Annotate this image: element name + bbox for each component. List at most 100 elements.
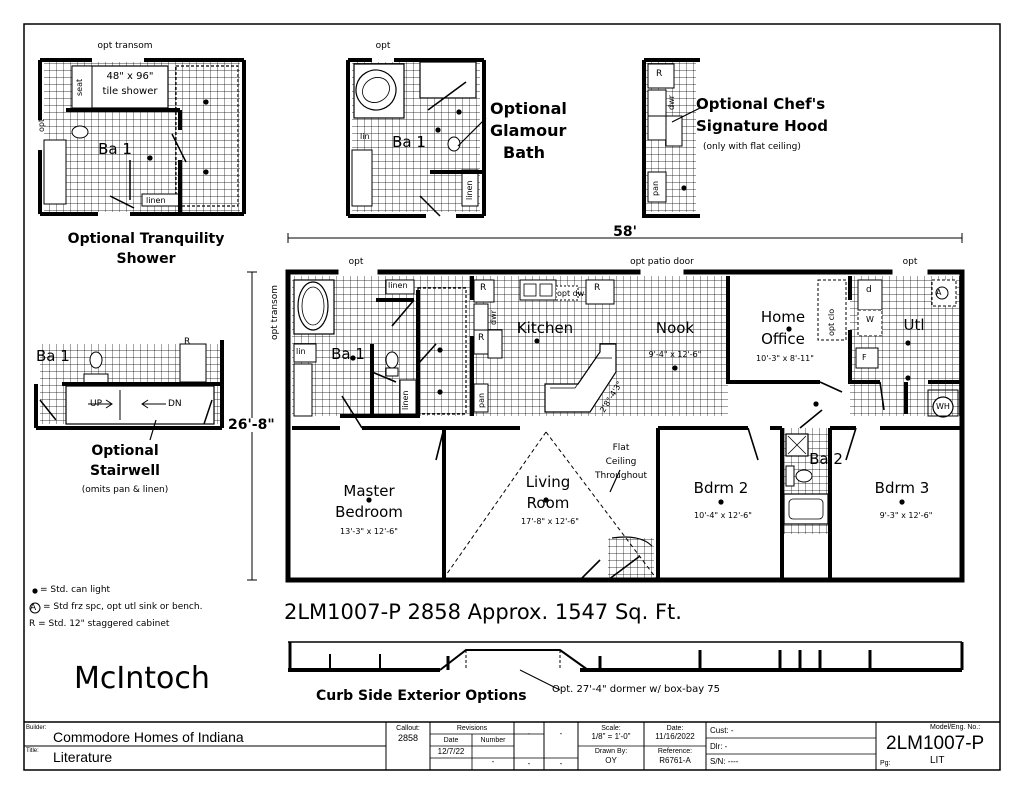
tb-revisions-label: Revisions [456,725,488,732]
option-chef-hood-plan [642,58,700,218]
dryer-label: d [866,285,872,295]
tq-title-line2: Shower [116,251,176,267]
bdrm3-size: 9'-3" x 12'-6" [879,511,933,520]
tb-rev-dash-1: - [491,757,495,766]
tb-cust: Cust: - [710,726,734,735]
title-block [24,721,1000,770]
cabinet-r-3: R [594,283,601,293]
linen-vertical-label: linen [401,390,410,410]
room-home-office-line2: Office [761,330,805,348]
option-stairwell-plan [34,340,224,430]
opt-patio-door-label: opt patio door [630,257,694,267]
legend-cabinet: R = Std. 12" staggered cabinet [29,619,170,629]
legend-freezer: = Std frz spc, opt utl sink or bench. [43,602,203,612]
room-ba1: Ba 1 [331,345,365,363]
tb-number-label: Number [480,737,506,744]
legend-can-light: = Std. can light [40,585,111,595]
tb-title-label: Title: [26,748,39,754]
sw-ba1: Ba 1 [36,347,70,365]
tq-opt: opt [37,118,46,132]
tb-callout: 2858 [397,733,419,743]
tb-pg-label: Pg: [880,760,891,767]
room-bdrm3: Bdrm 3 [874,479,930,497]
pan-label: pan [477,392,486,408]
legend-freezer-a: A [30,603,37,613]
flat-ceiling-line1: Flat [612,443,630,453]
tq-seat: seat [75,78,84,96]
tb-reference-label: Reference: [657,748,693,755]
room-living-line2: Room [526,494,570,512]
cabinet-r-1: R [480,283,487,293]
freezer-a-icon: A [936,288,942,297]
opt-window-label: opt [348,257,364,267]
opt-window-label-right: opt [902,257,918,267]
flat-ceiling-line3: Throughout [594,471,648,481]
room-bdrm2: Bdrm 2 [693,479,749,497]
room-utl: Utl [903,316,925,334]
gb-title-line1: Optional [490,99,567,118]
sw-up: UP [90,399,103,409]
room-living-line1: Living [525,473,571,491]
ch-title-line2: Signature Hood [696,117,829,135]
tq-title-line1: Optional Tranquility [67,231,225,247]
sheet-border [23,23,1001,771]
ch-dwr: dwr [667,95,676,110]
sw-title-note: (omits pan & linen) [81,485,169,495]
lin-label: lin [296,347,306,356]
gb-title-line2: Glamour [490,121,567,140]
option-tranquility-shower-plan [38,58,246,216]
plan-title: 2LM1007-P 2858 Approx. 1547 Sq. Ft. [284,600,682,624]
gb-ba1: Ba 1 [392,133,426,151]
tb-rev-dash-3: - [559,729,563,738]
tq-shower-type: tile shower [102,86,158,97]
room-nook: Nook [655,319,695,337]
room-home-office-line1: Home [760,308,806,326]
curb-side-exterior [288,641,964,691]
legend-icons [29,588,41,614]
dwr-label: dwr [489,310,498,325]
overall-depth: 26'-8" [228,417,275,433]
sw-title-line1: Optional [91,443,159,459]
tb-drawn-label: Drawn By: [594,748,628,755]
tb-reference: R6761-A [659,756,691,765]
toilet-ba1 [385,351,399,369]
tq-opt-transom: opt transom [97,41,153,51]
tb-model-label: Model/Eng. No.: [930,724,981,731]
home-office-size: 10'-3" x 8'-11" [756,354,814,363]
gb-lin: lin [360,132,370,141]
tb-date: 11/16/2022 [655,732,695,741]
room-master-line1: Master [343,482,395,500]
bdrm2-size: 10'-4" x 12'-6" [694,511,752,520]
master-size: 13'-3" x 12'-6" [340,527,398,536]
main-floor-plan [247,233,965,583]
sw-dn: DN [168,399,182,409]
tb-model: 2LM1007-P [886,733,985,754]
tq-ba1: Ba 1 [98,140,132,158]
tb-builder-label: Builder: [26,725,47,731]
tb-builder: Commodore Homes of Indiana [53,729,244,745]
tb-date-hdr: Date: [666,725,684,732]
gb-title-line3: Bath [503,143,546,162]
flat-ceiling-line2: Ceiling [605,457,637,467]
tb-rev-dash-4: - [527,759,531,768]
tb-rev-date: 12/7/22 [437,747,465,756]
sw-title-line2: Stairwell [90,463,160,479]
ch-pan: pan [651,180,660,196]
living-size: 17'-8" x 12'-6" [521,517,579,526]
can-lights [350,326,911,505]
tb-pg: LIT [930,755,945,766]
ch-title-line1: Optional Chef's [696,95,826,113]
furnace-label: F [862,353,867,362]
room-master-line2: Bedroom [335,503,403,521]
linen-label: linen [388,281,408,290]
curb-side-title: Curb Side Exterior Options [316,688,527,704]
nook-size: 9'-4" x 12'-6" [648,350,702,359]
opt-dw-label: opt dw [557,289,585,298]
cabinet-r-2: R [478,333,485,343]
opt-closet-label: opt clo [827,308,836,336]
tb-dlr: Dlr: - [710,742,728,751]
gb-opt: opt [375,41,391,51]
tb-date-label: Date [443,737,459,744]
tb-drawn: OY [605,756,617,765]
